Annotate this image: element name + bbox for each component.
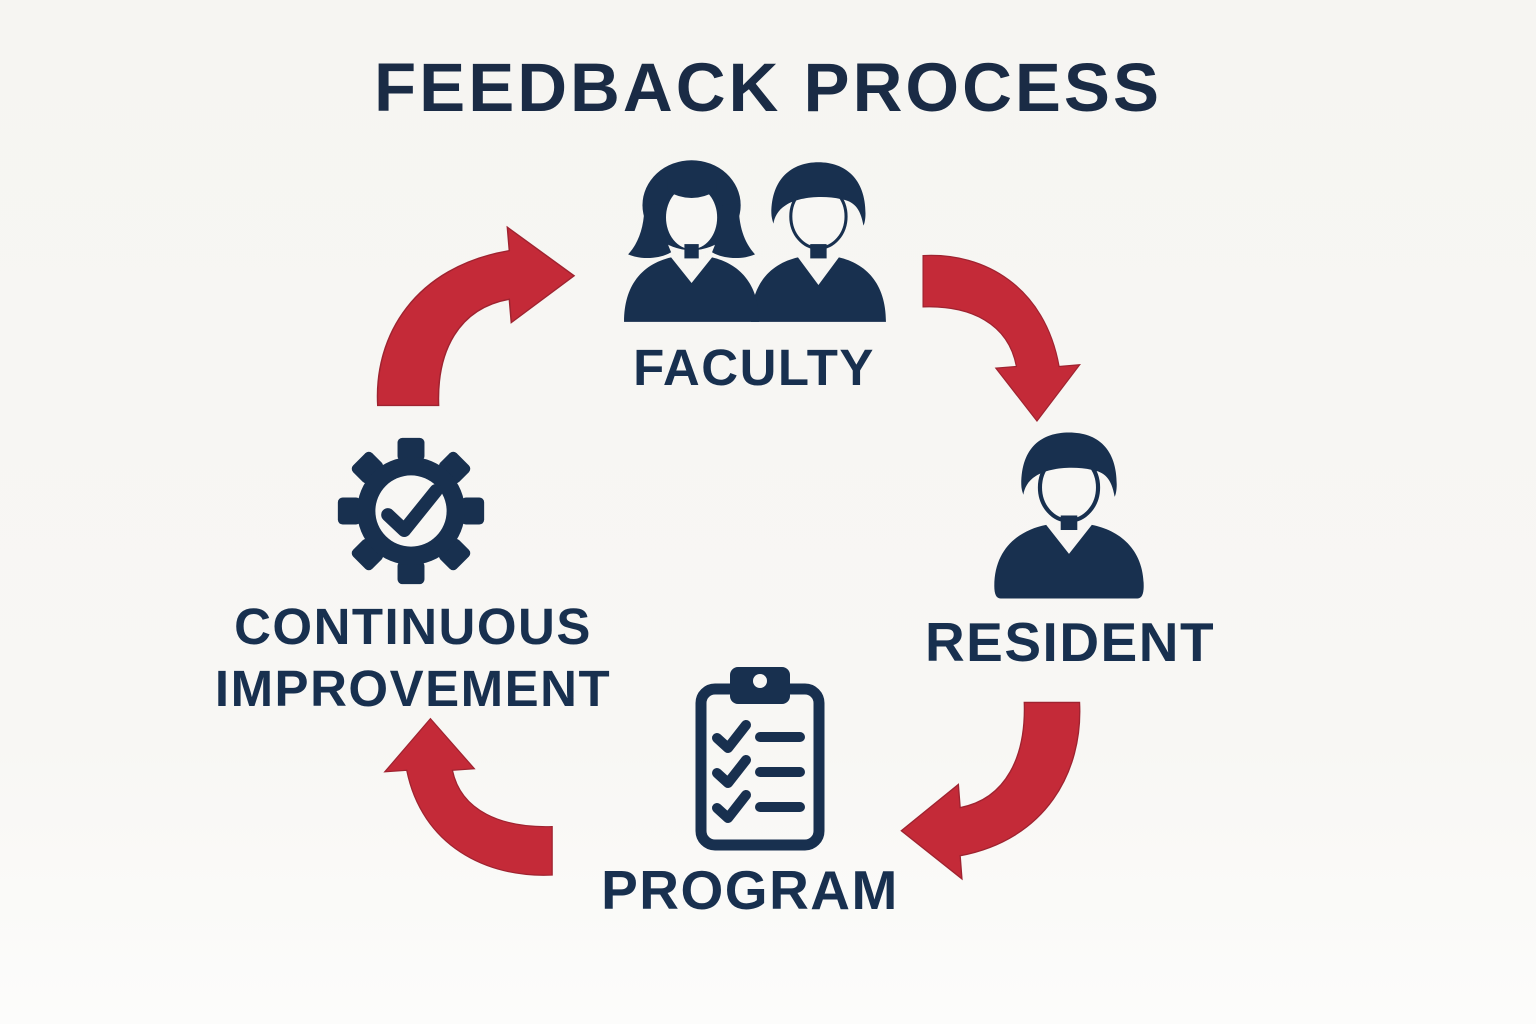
- continuous-improvement-label: CONTINUOUS IMPROVEMENT: [163, 596, 663, 720]
- gear-checkmark-icon: [337, 437, 485, 585]
- person-icon: [994, 432, 1144, 599]
- flow-arrow-icon-faculty-to-resident: [922, 254, 1081, 422]
- diagram-title: FEEDBACK PROCESS: [374, 49, 1162, 126]
- two-people-icon: [624, 160, 886, 322]
- continuous-improvement-label-line1: CONTINUOUS: [234, 598, 592, 655]
- flow-arrow-icon-resident-to-program: [900, 701, 1081, 880]
- faculty-label: FACULTY: [633, 339, 875, 396]
- program-label: PROGRAM: [601, 859, 899, 921]
- clipboard-checklist-icon: [695, 667, 825, 851]
- continuous-improvement-label-line2: IMPROVEMENT: [214, 660, 612, 718]
- resident-label: RESIDENT: [924, 611, 1216, 673]
